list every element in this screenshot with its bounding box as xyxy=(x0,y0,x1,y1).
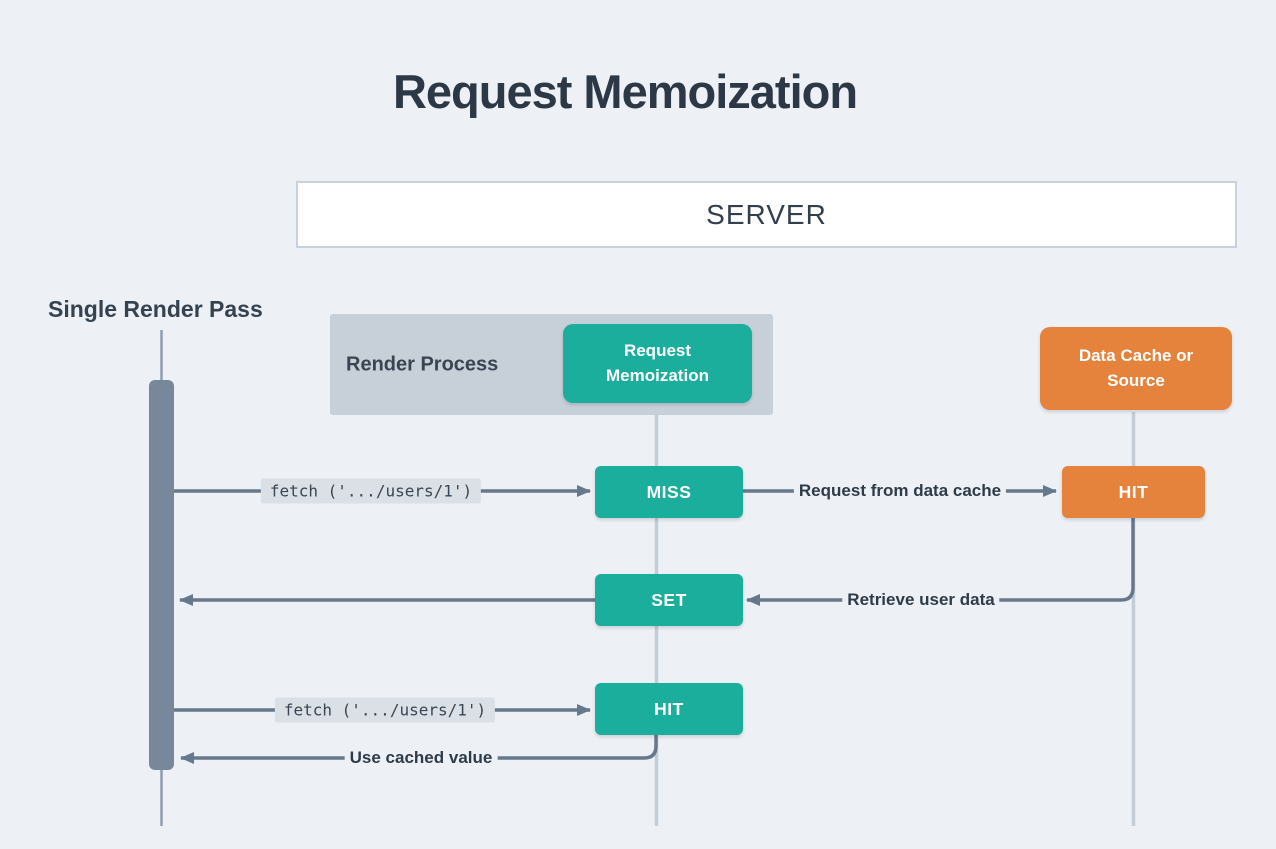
use-cached-value-label: Use cached value xyxy=(344,747,498,769)
request-memoization-box: Request Memoization xyxy=(563,324,752,403)
arrow-retrieve-user-data xyxy=(746,518,1135,606)
data-cache-source-box: Data Cache or Source xyxy=(1040,327,1232,410)
set-node: SET xyxy=(595,574,743,626)
render-process-label: Render Process xyxy=(346,353,499,375)
fetch-call-label-first: fetch ('.../users/1') xyxy=(260,478,482,504)
server-label: SERVER xyxy=(706,198,827,230)
server-box: SERVER xyxy=(296,181,1237,248)
miss-node: MISS xyxy=(595,466,743,518)
hit-cache-node: HIT xyxy=(1062,466,1205,518)
retrieve-user-data-label: Retrieve user data xyxy=(842,589,1000,611)
arrow-use-cached-value xyxy=(180,734,658,764)
single-render-pass-label: Single Render Pass xyxy=(48,296,263,322)
activation-bar xyxy=(149,380,174,770)
hit-memo-node: HIT xyxy=(595,683,743,735)
fetch-call-label-second: fetch ('.../users/1') xyxy=(274,697,496,723)
page-title: Request Memoization xyxy=(392,65,858,118)
request-from-data-cache-label: Request from data cache xyxy=(793,480,1007,502)
